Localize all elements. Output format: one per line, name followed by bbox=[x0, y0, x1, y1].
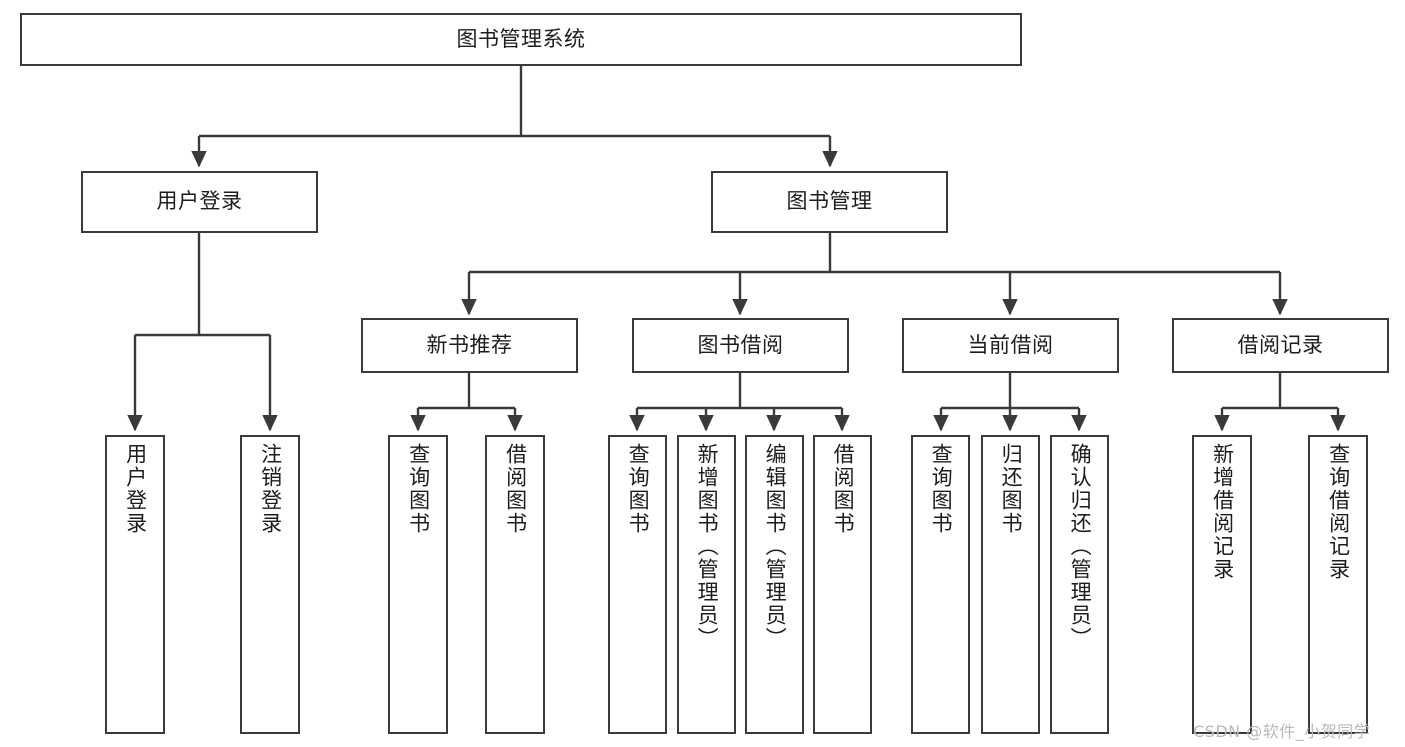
node-label: 借阅图书 bbox=[831, 443, 856, 535]
node-new-book-recommend[interactable]: 新书推荐 bbox=[361, 318, 578, 373]
node-label: 用户登录 bbox=[156, 189, 243, 214]
node-label: 新增借阅记录 bbox=[1210, 443, 1235, 581]
node-leaf-add-book-admin[interactable]: 新增图书（管理员） bbox=[677, 435, 736, 734]
node-label: 查询图书 bbox=[406, 443, 431, 535]
node-label: 确认归还（管理员） bbox=[1068, 443, 1093, 650]
node-label: 图书管理 bbox=[786, 189, 873, 214]
node-leaf-add-borrow-record[interactable]: 新增借阅记录 bbox=[1192, 435, 1252, 734]
node-leaf-query-book-borrow[interactable]: 查询图书 bbox=[608, 435, 667, 734]
node-leaf-query-book-current[interactable]: 查询图书 bbox=[911, 435, 970, 734]
node-leaf-logout[interactable]: 注销登录 bbox=[240, 435, 300, 734]
node-leaf-query-book-recommend[interactable]: 查询图书 bbox=[388, 435, 448, 734]
node-label: 借阅记录 bbox=[1237, 332, 1324, 357]
node-user-login[interactable]: 用户登录 bbox=[81, 171, 318, 233]
node-label: 用户登录 bbox=[123, 443, 148, 535]
node-leaf-user-login[interactable]: 用户登录 bbox=[105, 435, 165, 734]
node-label: 新书推荐 bbox=[426, 332, 513, 357]
node-label: 当前借阅 bbox=[967, 332, 1054, 357]
node-root-book-management-system[interactable]: 图书管理系统 bbox=[20, 13, 1022, 66]
node-borrow-record[interactable]: 借阅记录 bbox=[1172, 318, 1389, 373]
node-book-management[interactable]: 图书管理 bbox=[711, 171, 948, 233]
node-label: 图书管理系统 bbox=[456, 26, 586, 51]
node-book-borrow[interactable]: 图书借阅 bbox=[632, 318, 849, 373]
node-label: 归还图书 bbox=[999, 443, 1024, 535]
node-label: 编辑图书（管理员） bbox=[763, 443, 788, 650]
node-leaf-confirm-return-admin[interactable]: 确认归还（管理员） bbox=[1050, 435, 1109, 734]
csdn-watermark: CSDN @软件_小贺同学 bbox=[1193, 722, 1371, 741]
node-label: 注销登录 bbox=[258, 443, 283, 535]
node-current-borrow[interactable]: 当前借阅 bbox=[902, 318, 1119, 373]
node-label: 查询借阅记录 bbox=[1326, 443, 1351, 581]
node-label: 查询图书 bbox=[929, 443, 954, 535]
node-leaf-return-book[interactable]: 归还图书 bbox=[981, 435, 1040, 734]
node-label: 查询图书 bbox=[626, 443, 651, 535]
node-leaf-query-borrow-record[interactable]: 查询借阅记录 bbox=[1308, 435, 1368, 734]
node-leaf-borrow-book[interactable]: 借阅图书 bbox=[813, 435, 872, 734]
node-label: 借阅图书 bbox=[503, 443, 528, 535]
node-label: 新增图书（管理员） bbox=[695, 443, 720, 650]
node-leaf-edit-book-admin[interactable]: 编辑图书（管理员） bbox=[745, 435, 804, 734]
node-label: 图书借阅 bbox=[697, 332, 784, 357]
node-leaf-borrow-book-recommend[interactable]: 借阅图书 bbox=[485, 435, 545, 734]
